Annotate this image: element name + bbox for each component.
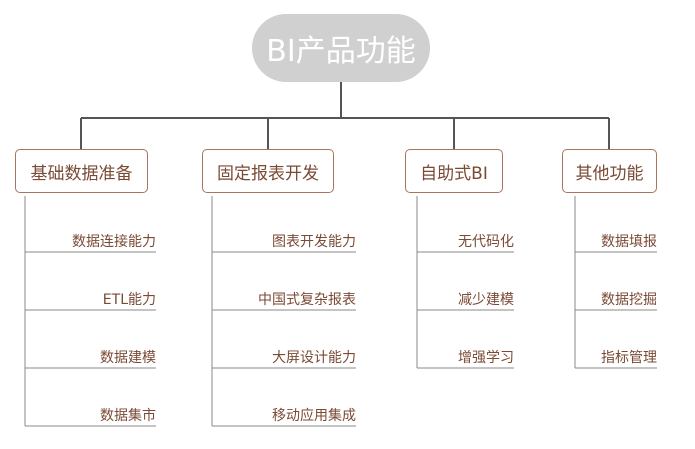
sub-item-label: 数据填报: [601, 234, 657, 250]
sub-item-label: 图表开发能力: [272, 234, 356, 250]
sub-item-label: 数据集市: [100, 408, 156, 424]
sub-item-label: 数据建模: [100, 350, 156, 366]
sub-item-label: ETL能力: [102, 292, 156, 308]
category-box-1: 基础数据准备: [15, 149, 148, 193]
sub-item-label: 数据连接能力: [72, 234, 156, 250]
sub-item-label: 数据挖掘: [601, 292, 657, 308]
category-box-4: 其他功能: [562, 149, 657, 193]
sub-item-label: 中国式复杂报表: [258, 292, 356, 308]
sub-item-label: 增强学习: [458, 350, 514, 366]
sub-item-label: 移动应用集成: [272, 408, 356, 424]
sub-item-label: 指标管理: [601, 350, 657, 366]
sub-item-label: 无代码化: [458, 234, 514, 250]
root-node: BI产品功能: [252, 14, 430, 82]
sub-item-label: 减少建模: [458, 292, 514, 308]
category-box-2: 固定报表开发: [202, 149, 334, 193]
sub-item-label: 大屏设计能力: [272, 350, 356, 366]
category-box-3: 自助式BI: [405, 149, 503, 193]
